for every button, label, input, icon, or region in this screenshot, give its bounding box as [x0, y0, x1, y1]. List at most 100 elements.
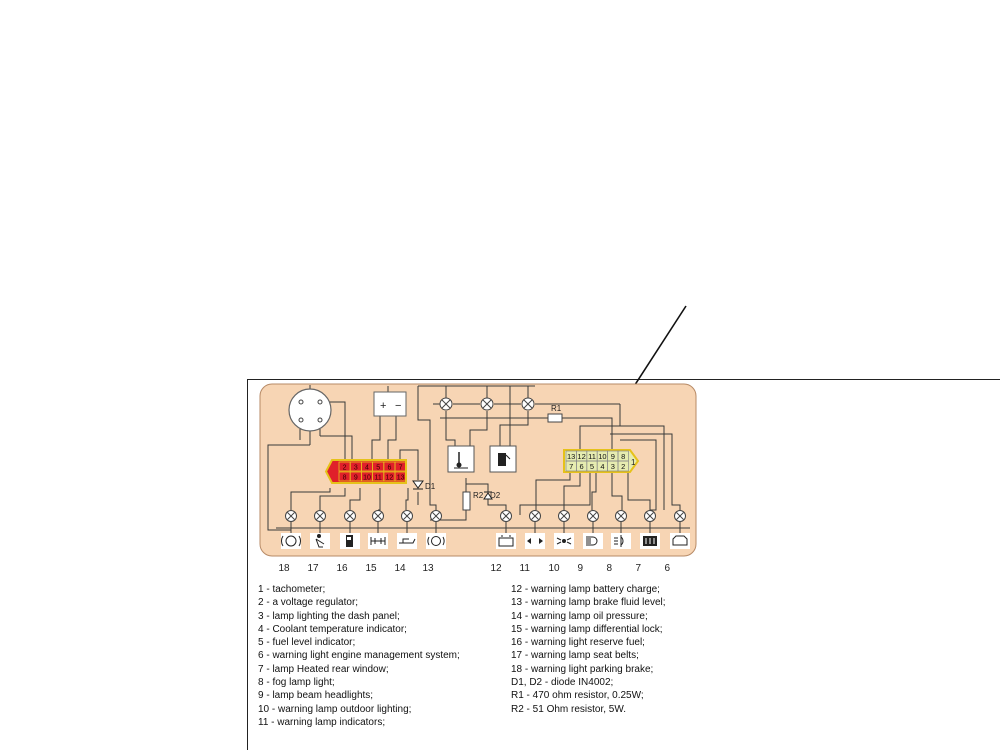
dash-lighting-lamp-2	[480, 397, 494, 411]
diode-d1	[412, 480, 424, 490]
indicator-lamp	[587, 510, 599, 533]
red-connector-pin-label: 12	[386, 475, 394, 482]
indicator-lamp	[401, 510, 413, 533]
legend-item: 8 - fog lamp light;	[258, 677, 335, 689]
component-number: 17	[308, 563, 320, 574]
dash-lighting-lamp-1	[439, 397, 453, 411]
oil-pressure-icon	[397, 533, 417, 549]
component-number: 18	[279, 563, 291, 574]
legend-item: 13 - warning lamp brake fluid level;	[511, 597, 666, 609]
indicator-lamp	[558, 510, 570, 533]
resistor-r1	[547, 413, 563, 423]
green-connector-pin-label: 13	[567, 452, 575, 461]
dash-lighting-lamp-3	[521, 397, 535, 411]
component-number: 10	[549, 563, 561, 574]
legend-item: 1 - tachometer;	[258, 584, 326, 595]
rear-window-heater-icon	[640, 533, 660, 549]
coolant-temperature-gauge	[447, 445, 475, 473]
legend-right: 12 - warning lamp battery charge; 13 - wa…	[511, 583, 666, 716]
outdoor-lighting-icon	[554, 533, 574, 549]
instrument-panel-background	[259, 383, 697, 557]
component-number: 9	[578, 563, 584, 574]
parking-brake-icon	[281, 533, 301, 549]
legend-item: 15 - warning lamp differential lock;	[511, 623, 663, 635]
green-connector-pin-label: 5	[590, 462, 594, 471]
indicator-lamp	[529, 510, 541, 533]
red-connector-pin-label: 8	[343, 475, 347, 482]
component-number: 7	[636, 563, 642, 574]
seat-belt-icon	[310, 533, 330, 549]
legend-item: 5 - fuel level indicator;	[258, 637, 356, 649]
component-number: 6	[665, 563, 671, 574]
component-number: 13	[423, 563, 435, 574]
component-number: 11	[520, 563, 531, 574]
fog-lamp-icon	[611, 533, 631, 549]
fuel-pump-icon	[340, 533, 360, 549]
indicator-lamp	[500, 510, 512, 533]
legend-item: 4 - Coolant temperature indicator;	[258, 623, 407, 635]
legend-item: 12 - warning lamp battery charge;	[511, 584, 660, 595]
red-connector-pin-label: 2	[343, 465, 347, 472]
red-connector-pin-label: 10	[363, 475, 371, 482]
red-connector-pin-label: 3	[354, 465, 358, 472]
regulator-plus-label: +	[380, 400, 386, 412]
d1-label: D1	[425, 482, 436, 491]
green-connector-pin-label: 10	[598, 452, 606, 461]
green-connector-pin-label: 6	[580, 462, 584, 471]
d2-label: D2	[490, 491, 501, 500]
brake-fluid-icon	[426, 533, 446, 549]
indicator-lamp	[430, 510, 442, 533]
legend-item: 10 - warning lamp outdoor lighting;	[258, 703, 412, 715]
differential-lock-icon	[368, 533, 388, 549]
voltage-regulator: + −	[373, 391, 407, 417]
r2-label: R2	[473, 491, 484, 500]
r1-label: R1	[551, 404, 562, 413]
red-connector-pin-label: 5	[376, 465, 380, 472]
red-connector-pin-label: 11	[375, 475, 382, 482]
green-connector-pin-label: 2	[621, 462, 625, 471]
legend-item: 16 - warning light reserve fuel;	[511, 637, 645, 649]
component-number: 14	[395, 563, 407, 574]
resistor-r2	[462, 491, 471, 511]
green-connector-pin-label: 4	[600, 462, 604, 471]
legend-item: 11 - warning lamp indicators;	[258, 716, 386, 728]
indicator-lamp	[372, 510, 384, 533]
green-connector-pin	[617, 460, 629, 472]
top-lamps	[439, 397, 535, 411]
legend-item: 3 - lamp lighting the dash panel;	[258, 610, 400, 622]
high-beam-icon	[583, 533, 603, 549]
red-connector-pin-label: 6	[387, 465, 391, 472]
turn-indicators-icon	[525, 533, 545, 549]
frame-border-top	[247, 379, 1000, 380]
bottom-lamps	[285, 510, 686, 533]
battery-icon	[496, 533, 516, 549]
legend-item: 2 - a voltage regulator;	[258, 597, 359, 609]
indicator-lamp	[615, 510, 627, 533]
legend-item: 7 - lamp Heated rear window;	[258, 663, 389, 675]
diode-d2	[483, 491, 493, 500]
legend-item: D1, D2 - diode IN4002;	[511, 677, 614, 689]
indicator-lamp	[644, 510, 656, 533]
frame-border-left	[247, 379, 248, 750]
engine-management-icon	[670, 533, 690, 549]
indicator-lamp	[344, 510, 356, 533]
component-number: 8	[607, 563, 613, 574]
component-number: 16	[337, 563, 349, 574]
red-connector-pin-label: 13	[397, 475, 405, 482]
red-connector-pin-label: 9	[354, 475, 358, 482]
fuel-level-gauge	[489, 445, 517, 473]
indicator-icons	[281, 533, 690, 549]
legend-item: 17 - warning lamp seat belts;	[511, 650, 639, 662]
indicator-lamp	[674, 510, 686, 533]
red-connector-pin	[394, 471, 407, 482]
indicator-lamp	[285, 510, 297, 533]
legend-item: 9 - lamp beam headlights;	[258, 690, 374, 702]
green-connector-pin-label: 3	[611, 462, 615, 471]
legend-item: R2 - 51 Ohm resistor, 5W.	[511, 703, 627, 715]
green-connector-pin-label: 9	[611, 452, 615, 461]
indicator-lamp	[314, 510, 326, 533]
legend-item: 6 - warning light engine management syst…	[258, 650, 460, 662]
